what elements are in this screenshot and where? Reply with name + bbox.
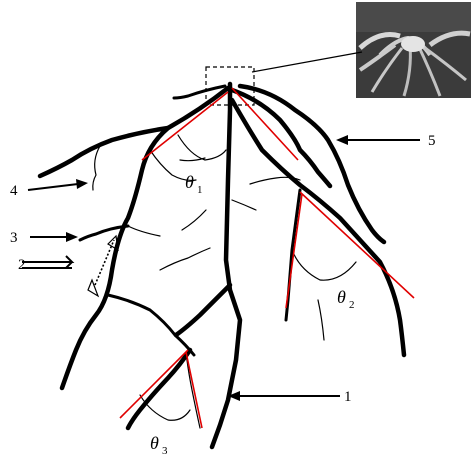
- fine-root-g: [232, 200, 256, 210]
- label-5: 5: [428, 133, 436, 149]
- angle-line-theta3-left: [120, 350, 188, 418]
- lower-left-root: [128, 350, 190, 428]
- mid-left-root: [108, 295, 194, 355]
- angle-line-theta2-left: [286, 194, 302, 308]
- theta-2-symbol: θ: [337, 287, 346, 307]
- theta-1-sub: 1: [197, 184, 203, 196]
- label-arrow-4: [28, 179, 88, 190]
- root-3-fine: [128, 226, 160, 236]
- label-arrow-3: [30, 232, 78, 242]
- theta-1-symbol: θ: [185, 172, 194, 192]
- angle-line-theta1-right: [232, 88, 298, 160]
- root-hair-4: [93, 146, 100, 190]
- label-2: 2: [18, 257, 26, 273]
- theta-2-sub: 2: [349, 299, 355, 311]
- label-arrow-1: [228, 391, 340, 401]
- angle-line-theta1-left: [142, 92, 228, 160]
- fine-root-b: [182, 210, 206, 230]
- theta-3-symbol: θ: [150, 433, 159, 453]
- label-arrow-5: [336, 135, 420, 145]
- label-3: 3: [10, 230, 18, 246]
- right-long-root: [232, 100, 404, 355]
- theta2-arc: [292, 250, 356, 280]
- label-1: 1: [344, 389, 352, 405]
- theta1-arc: [178, 135, 226, 160]
- fine-root-a: [160, 248, 210, 270]
- fine-root-e: [318, 300, 324, 340]
- label-4: 4: [10, 183, 18, 199]
- label-arrow-2: [22, 256, 72, 268]
- inset-pointer-line: [252, 52, 362, 72]
- angle-line-theta3-right: [186, 352, 202, 428]
- tap-branch-left: [176, 285, 230, 335]
- inset-photo: [356, 2, 471, 98]
- theta-3-sub: 3: [162, 445, 168, 457]
- tap-root: [212, 84, 240, 447]
